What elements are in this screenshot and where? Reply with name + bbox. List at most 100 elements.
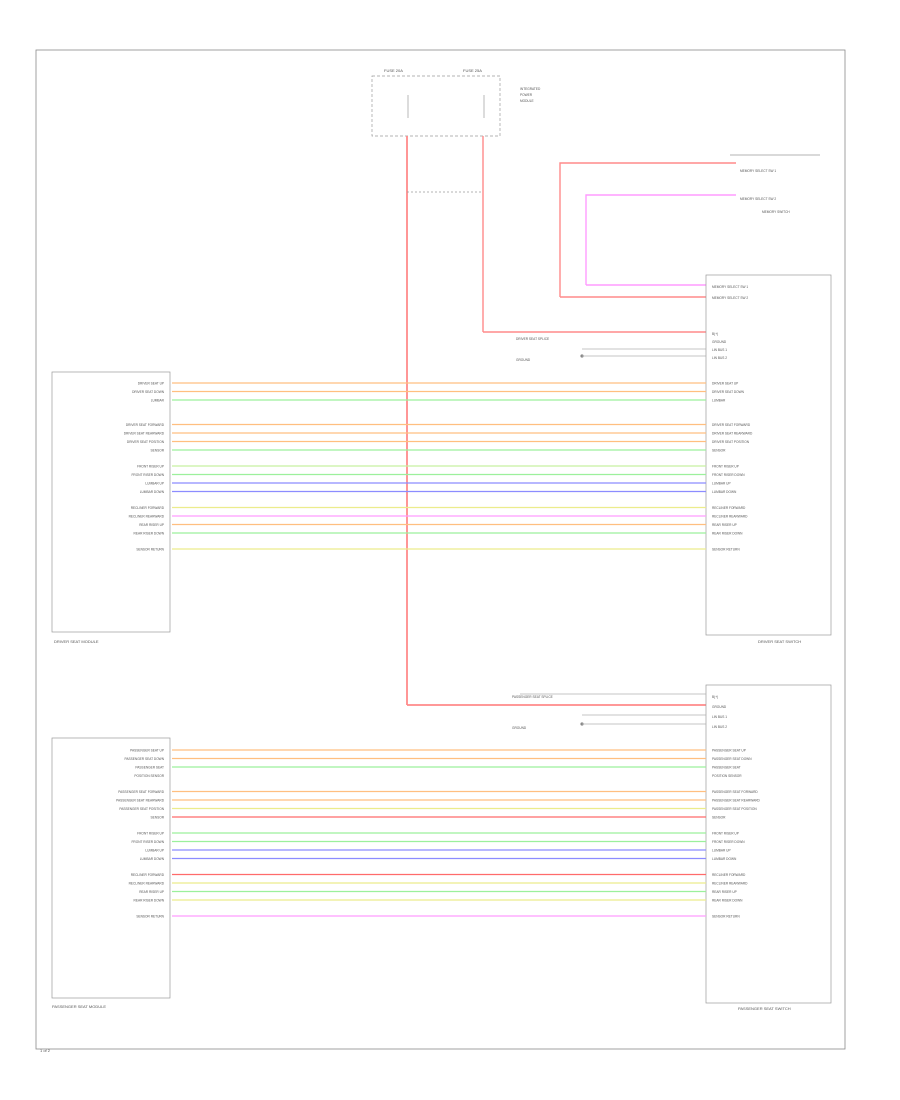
driver-row-label-14: RECLINER REARWARD (129, 514, 165, 518)
fuse-a-label: FUSE 20A (384, 68, 403, 73)
driver-row-label-10: FRONT RISER DOWN (131, 473, 164, 477)
fuse-caption-3: MODULE (520, 99, 534, 103)
driver-power-label-4: LIN BUS 2 (712, 356, 727, 360)
passenger-row-label-6: PASSENGER SEAT REARWARD (116, 798, 165, 802)
driver-row-switch-label-7: DRIVER SEAT POSITION (712, 440, 750, 444)
driver-row-label-8: SENSOR (151, 448, 165, 452)
driver-row-switch-label-2: DRIVER SEAT DOWN (712, 390, 745, 394)
passenger-row-label-3: PASSENGER SEAT (135, 765, 164, 769)
driver-row-label-13: RECLINER FORWARD (131, 506, 165, 510)
driver-switch-name: DRIVER SEAT SWITCH (758, 639, 801, 644)
driver-splice-label: DRIVER SEAT SPLICE (516, 337, 549, 341)
fuse-box-border (371, 75, 501, 137)
driver-memory-label-1: MEMORY SELECT SW 1 (712, 285, 748, 289)
driver-switch-border (705, 274, 832, 636)
driver-row-label-9: FRONT RISER UP (137, 464, 164, 468)
passenger-row-label-8: SENSOR (151, 815, 165, 819)
memory-switch-module-name: MEMORY SWITCH (762, 210, 790, 214)
passenger-row-switch-label-13: RECLINER FORWARD (712, 873, 746, 877)
passenger-row-label-17: SENSOR RETURN (136, 914, 164, 918)
passenger-module-name: PASSENGER SEAT MODULE (52, 1004, 106, 1009)
passenger-row-switch-label-12: LUMBAR DOWN (712, 857, 737, 861)
passenger-row-switch-label-5: PASSENGER SEAT FORWARD (712, 790, 758, 794)
driver-row-label-2: DRIVER SEAT DOWN (132, 390, 165, 394)
passenger-row-switch-label-6: PASSENGER SEAT REARWARD (712, 798, 761, 802)
fuse-box: FUSE 20A FUSE 25A INTEGRATED POWER MODUL… (371, 68, 541, 137)
fuse-caption-2: POWER (520, 93, 533, 97)
passenger-row-switch-label-9: FRONT RISER UP (712, 831, 739, 835)
driver-row-switch-label-13: RECLINER FORWARD (712, 506, 746, 510)
passenger-switch-border (705, 684, 832, 1004)
passenger-row-switch-label-8: SENSOR (712, 815, 726, 819)
passenger-row-label-12: LUMBAR DOWN (140, 857, 165, 861)
driver-row-label-1: DRIVER SEAT UP (138, 381, 164, 385)
driver-row-label-6: DRIVER SEAT REARWARD (124, 431, 165, 435)
passenger-row-switch-label-10: FRONT RISER DOWN (712, 840, 745, 844)
passenger-row-switch-label-17: SENSOR RETURN (712, 914, 740, 918)
passenger-power-label-2: GROUND (712, 705, 727, 709)
passenger-row-switch-label-11: LUMBAR UP (712, 848, 731, 852)
memory-switch: MEMORY SELECT SW 1 MEMORY SELECT SW 2 ME… (559, 154, 820, 300)
driver-row-label-5: DRIVER SEAT FORWARD (126, 423, 165, 427)
passenger-row-switch-label-16: REAR RISER DOWN (712, 898, 743, 902)
passenger-row-label-4: POSITION SENSOR (134, 774, 164, 778)
driver-row-label-15: REAR RISER UP (139, 523, 164, 527)
driver-row-switch-label-8: SENSOR (712, 448, 726, 452)
passenger-row-switch-label-2: PASSENGER SEAT DOWN (712, 757, 752, 761)
memory-switch-label-1: MEMORY SELECT SW 1 (740, 169, 776, 173)
driver-row-switch-label-9: FRONT RISER UP (712, 464, 739, 468)
passenger-row-label-11: LUMBAR UP (145, 848, 164, 852)
passenger-power-label-3: LIN BUS 1 (712, 715, 727, 719)
driver-row-switch-label-5: DRIVER SEAT FORWARD (712, 423, 751, 427)
passenger-row-label-15: REAR RISER UP (139, 890, 164, 894)
power-feed (406, 136, 706, 706)
passenger-row-label-1: PASSENGER SEAT UP (130, 748, 164, 752)
passenger-row-label-2: PASSENGER SEAT DOWN (125, 757, 165, 761)
passenger-switch-name: PASSENGER SEAT SWITCH (738, 1006, 791, 1011)
driver-row-label-7: DRIVER SEAT POSITION (127, 440, 165, 444)
driver-row-switch-label-1: DRIVER SEAT UP (712, 381, 738, 385)
diagram-frame (35, 49, 846, 1050)
driver-row-label-12: LUMBAR DOWN (140, 490, 165, 494)
driver-row-label-3: LUMBAR (151, 398, 165, 402)
driver-row-switch-label-14: RECLINER REARWARD (712, 514, 748, 518)
passenger-splice-label: PASSENGER SEAT SPLICE (512, 695, 553, 699)
passenger-row-label-7: PASSENGER SEAT POSITION (119, 807, 164, 811)
passenger-row-switch-label-7: PASSENGER SEAT POSITION (712, 807, 757, 811)
driver-row-switch-label-16: REAR RISER DOWN (712, 531, 743, 535)
passenger-row-switch-label-3: PASSENGER SEAT (712, 765, 741, 769)
driver-row-label-11: LUMBAR UP (145, 481, 164, 485)
passenger-row-switch-label-14: RECLINER REARWARD (712, 881, 748, 885)
driver-power-label-2: GROUND (712, 340, 727, 344)
driver-row-label-17: SENSOR RETURN (136, 547, 164, 551)
memory-switch-label-2: MEMORY SELECT SW 2 (740, 197, 776, 201)
driver-row-switch-label-3: LUMBAR (712, 398, 726, 402)
driver-row-label-16: REAR RISER DOWN (134, 531, 165, 535)
driver-power-label-3: LIN BUS 1 (712, 348, 727, 352)
passenger-row-switch-label-4: POSITION SENSOR (712, 774, 742, 778)
passenger-power-label-4: LIN BUS 2 (712, 725, 727, 729)
passenger-module-border (51, 737, 171, 999)
passenger-ground-label: GROUND (512, 726, 527, 730)
driver-row-switch-label-17: SENSOR RETURN (712, 547, 740, 551)
passenger-row-label-13: RECLINER FORWARD (131, 873, 165, 877)
passenger-row-switch-label-1: PASSENGER SEAT UP (712, 748, 746, 752)
driver-wires: DRIVER SEAT UP DRIVER SEAT UP DRIVER SEAT … (124, 381, 753, 551)
passenger-row-switch-label-15: REAR RISER UP (712, 890, 737, 894)
memory-wire-1 (559, 162, 736, 297)
passenger-row-label-10: FRONT RISER DOWN (131, 840, 164, 844)
fuse-b-label: FUSE 25A (463, 68, 482, 73)
driver-seat-module: DRIVER SEAT MODULE DRIVER SEAT SWITCH DR… (51, 274, 832, 644)
driver-row-switch-label-11: LUMBAR UP (712, 481, 731, 485)
passenger-row-label-5: PASSENGER SEAT FORWARD (118, 790, 164, 794)
memory-wire-2 (585, 194, 736, 285)
driver-row-switch-label-10: FRONT RISER DOWN (712, 473, 745, 477)
passenger-wires: PASSENGER SEAT UP PASSENGER SEAT UP PASSEN… (116, 748, 760, 918)
fuse-caption-1: INTEGRATED (520, 87, 541, 91)
page-label: 1 of 2 (40, 1048, 51, 1053)
driver-power-label-1: B(+) (712, 332, 718, 336)
driver-row-switch-label-6: DRIVER SEAT REARWARD (712, 431, 753, 435)
driver-ground-label: GROUND (516, 358, 531, 362)
passenger-seat-module: PASSENGER SEAT MODULE PASSENGER SEAT SWI… (51, 684, 832, 1011)
